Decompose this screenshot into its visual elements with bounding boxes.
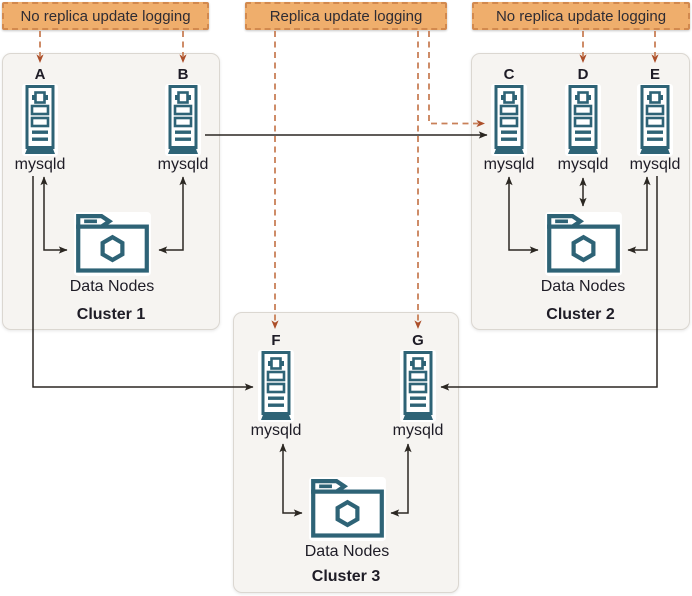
annotation-text: Replica update logging bbox=[269, 7, 423, 25]
folder-hexagon-icon bbox=[308, 477, 387, 541]
annotation-text: No replica update logging bbox=[20, 7, 191, 25]
data-nodes-label: Data Nodes bbox=[69, 278, 155, 295]
folder-hexagon-icon bbox=[73, 212, 152, 276]
sql-node-c: C mysqld bbox=[477, 66, 541, 173]
server-tower-icon bbox=[165, 84, 201, 156]
node-letter: D bbox=[577, 66, 589, 83]
server-tower-icon bbox=[400, 350, 436, 422]
node-process-label: mysqld bbox=[629, 156, 681, 173]
cluster-2-name: Cluster 2 bbox=[546, 306, 615, 323]
sql-node-d: D mysqld bbox=[551, 66, 615, 173]
node-process-label: mysqld bbox=[250, 422, 302, 439]
annotation-text: No replica update logging bbox=[495, 7, 667, 25]
annotation-no-replica-logging-left: No replica update logging bbox=[2, 2, 209, 30]
data-nodes-label: Data Nodes bbox=[540, 278, 626, 295]
data-nodes-cluster-3: Data Nodes bbox=[292, 477, 402, 561]
sql-node-g: G mysqld bbox=[386, 332, 450, 439]
data-nodes-label: Data Nodes bbox=[304, 543, 390, 560]
annotation-replica-logging-center: Replica update logging bbox=[245, 2, 447, 30]
cluster-3-name: Cluster 3 bbox=[311, 568, 381, 585]
node-process-label: mysqld bbox=[392, 422, 444, 439]
node-letter: A bbox=[34, 66, 46, 83]
sql-node-b: B mysqld bbox=[151, 66, 215, 173]
node-process-label: mysqld bbox=[557, 156, 609, 173]
sql-node-f: F mysqld bbox=[244, 332, 308, 439]
server-tower-icon bbox=[491, 84, 527, 156]
node-letter: F bbox=[271, 332, 281, 349]
server-tower-icon bbox=[22, 84, 58, 156]
node-letter: E bbox=[649, 66, 660, 83]
cluster-1-name: Cluster 1 bbox=[76, 306, 146, 323]
folder-hexagon-icon bbox=[544, 212, 623, 276]
node-process-label: mysqld bbox=[483, 156, 535, 173]
data-nodes-cluster-2: Data Nodes bbox=[528, 212, 638, 296]
annotation-no-replica-logging-right: No replica update logging bbox=[472, 2, 690, 30]
node-letter: B bbox=[177, 66, 189, 83]
server-tower-icon bbox=[637, 84, 673, 156]
node-letter: C bbox=[503, 66, 515, 83]
server-tower-icon bbox=[565, 84, 601, 156]
server-tower-icon bbox=[258, 350, 294, 422]
sql-node-e: E mysqld bbox=[623, 66, 687, 173]
node-process-label: mysqld bbox=[157, 156, 209, 173]
sql-node-a: A mysqld bbox=[8, 66, 72, 173]
data-nodes-cluster-1: Data Nodes bbox=[57, 212, 167, 296]
node-process-label: mysqld bbox=[14, 156, 66, 173]
node-letter: G bbox=[412, 332, 424, 349]
